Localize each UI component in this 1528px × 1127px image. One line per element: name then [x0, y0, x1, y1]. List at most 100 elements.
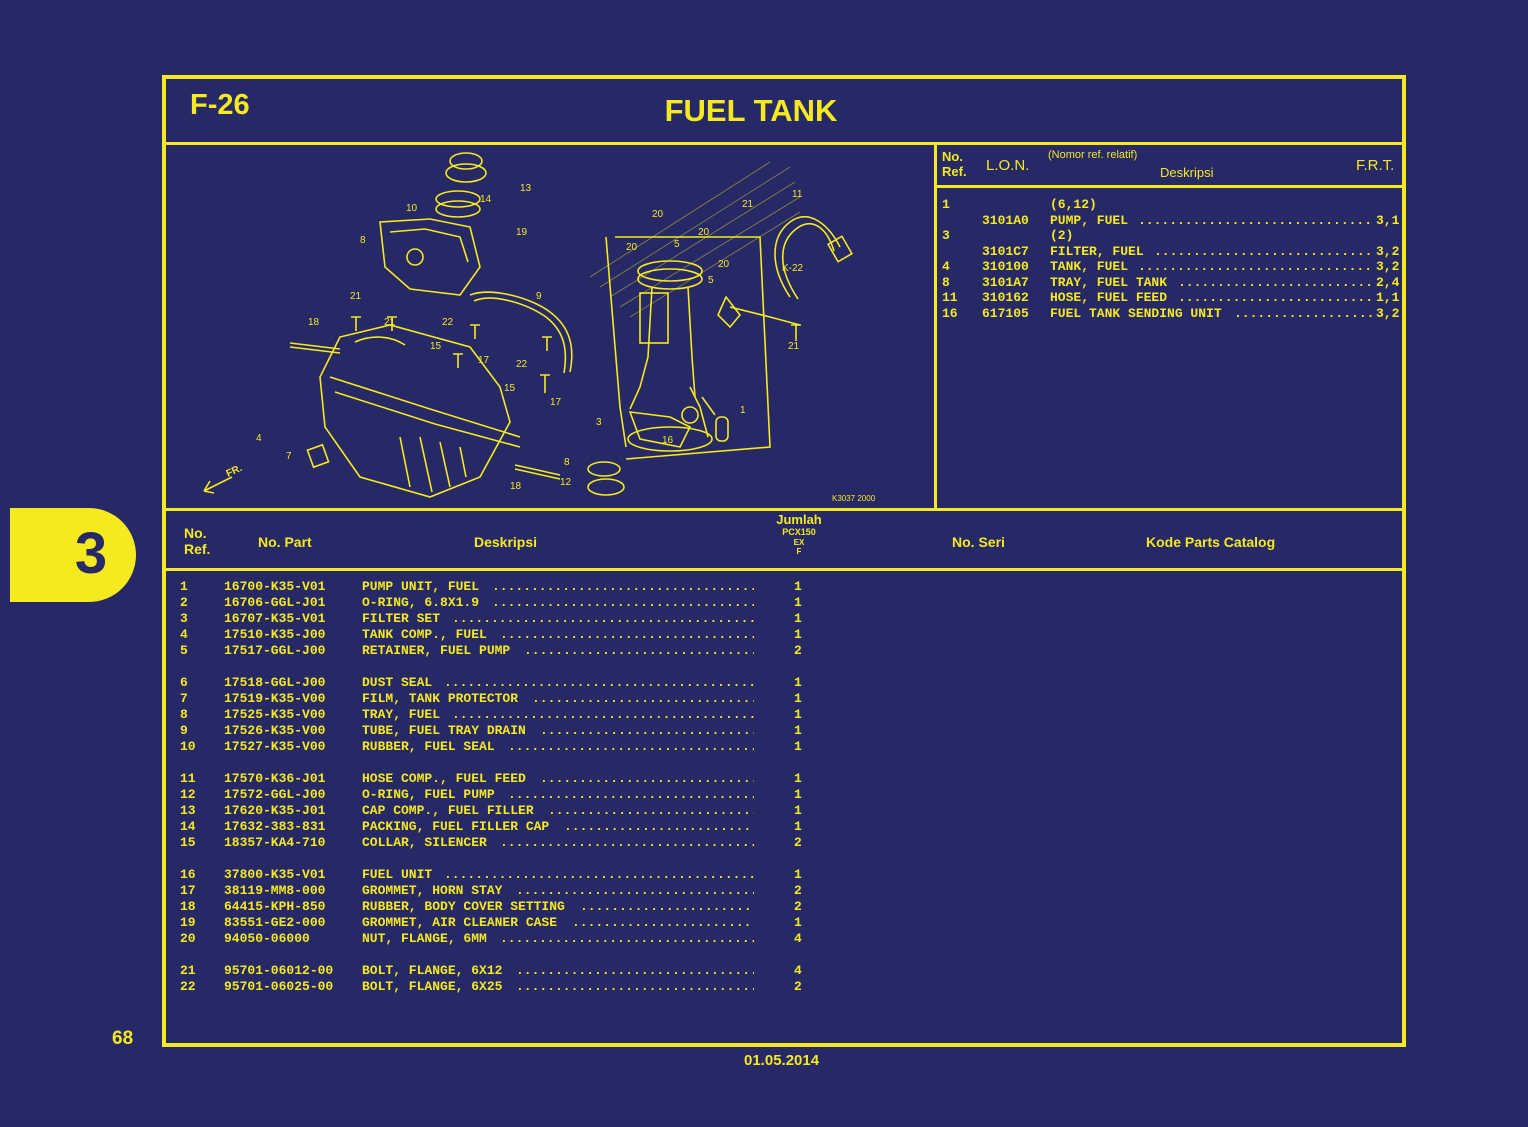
- part-qty: 1: [794, 595, 802, 610]
- catalog-frame: F-26 FUEL TANK: [162, 75, 1406, 1047]
- part-desc: FILM, TANK PROTECTOR: [362, 691, 519, 706]
- page-number: 68: [112, 1028, 134, 1049]
- leader-dots: ........................................…: [516, 883, 754, 898]
- lon-row: 1(6,12): [942, 197, 1402, 213]
- page-title: FUEL TANK: [664, 93, 838, 128]
- svg-text:15: 15: [430, 341, 442, 352]
- part-number: 17519-K35-V00: [224, 691, 326, 706]
- part-number: 38119-MM8-000: [224, 883, 326, 898]
- lon-code: 310100: [982, 259, 1029, 274]
- part-desc: PUMP UNIT, FUEL: [362, 579, 480, 594]
- part-qty: 4: [794, 963, 802, 978]
- divider: [934, 142, 937, 510]
- leader-dots: ........................................…: [500, 931, 754, 946]
- part-number: 37800-K35-V01: [224, 867, 326, 882]
- lon-ref: 4: [942, 259, 950, 274]
- part-number: 16700-K35-V01: [224, 579, 326, 594]
- svg-text:22: 22: [442, 317, 454, 328]
- leader-dots: ........................................…: [492, 595, 754, 610]
- lon-ref: 3: [942, 228, 950, 243]
- part-qty: 1: [794, 707, 802, 722]
- part-number: 17632-383-831: [224, 819, 326, 834]
- leader-dots: ........................................…: [492, 579, 754, 594]
- leader-dots: ........................................…: [444, 867, 754, 882]
- part-desc: FILTER SET: [362, 611, 441, 626]
- leader-dots: ........................................…: [444, 675, 754, 690]
- part-desc: TRAY, FUEL: [362, 707, 441, 722]
- part-desc: GROMMET, HORN STAY: [362, 883, 503, 898]
- part-ref: 8: [180, 707, 188, 722]
- parts-col-qty: Jumlah PCX150 EX F: [776, 512, 822, 556]
- leader-dots: ........................................…: [524, 643, 754, 658]
- divider: [166, 142, 1402, 145]
- lon-col-ref: No.Ref.: [942, 149, 967, 179]
- part-number: 17526-K35-V00: [224, 723, 326, 738]
- leader-dots: ........................................…: [548, 803, 754, 818]
- parts-col-ref: No.Ref.: [184, 525, 211, 557]
- svg-text:8: 8: [564, 457, 570, 468]
- part-qty: 2: [794, 883, 802, 898]
- part-ref: 3: [180, 611, 188, 626]
- lon-ref: 11: [942, 290, 958, 305]
- svg-text:20: 20: [626, 242, 638, 253]
- part-ref: 16: [180, 867, 196, 882]
- part-desc: DUST SEAL: [362, 675, 433, 690]
- lon-frt: 2,4: [1376, 274, 1400, 290]
- leader-dots: ........................................…: [452, 707, 754, 722]
- part-qty: 2: [794, 899, 802, 914]
- svg-text:16: 16: [662, 435, 674, 446]
- lon-frt: 3,2: [1376, 259, 1400, 274]
- svg-text:20: 20: [698, 227, 710, 238]
- part-desc: RETAINER, FUEL PUMP: [362, 643, 511, 658]
- leader-dots: ........................................…: [580, 899, 754, 914]
- svg-text:19: 19: [516, 227, 528, 238]
- svg-text:20: 20: [718, 259, 730, 270]
- part-qty: 1: [794, 611, 802, 626]
- svg-text:21: 21: [742, 199, 754, 210]
- part-ref: 21: [180, 963, 196, 978]
- divider: [166, 508, 1402, 511]
- part-ref: 14: [180, 819, 196, 834]
- part-qty: 4: [794, 931, 802, 946]
- part-number: 17572-GGL-J00: [224, 787, 326, 802]
- lon-ref: 16: [942, 305, 958, 321]
- part-desc: TUBE, FUEL TRAY DRAIN: [362, 723, 526, 738]
- leader-dots: ........................................…: [540, 723, 754, 738]
- part-number: 95701-06025-00: [224, 979, 334, 994]
- lon-desc: HOSE, FUEL FEED: [1050, 290, 1168, 305]
- front-arrow-label: FR.: [225, 463, 244, 480]
- lon-code: 3101A0: [982, 212, 1029, 228]
- part-qty: 1: [794, 803, 802, 818]
- part-qty: 1: [794, 787, 802, 802]
- part-qty: 1: [794, 819, 802, 834]
- divider: [934, 185, 1402, 188]
- part-desc: NUT, FLANGE, 6MM: [362, 931, 487, 946]
- lon-col-lon: L.O.N.: [986, 157, 1030, 174]
- lon-desc: TANK, FUEL: [1050, 259, 1129, 274]
- svg-text:13: 13: [520, 183, 532, 194]
- lon-desc: TRAY, FUEL TANK: [1050, 274, 1168, 290]
- part-ref: 20: [180, 931, 196, 946]
- part-number: 17510-K35-J00: [224, 627, 326, 642]
- leader-dots: ........................................…: [1234, 305, 1372, 321]
- leader-dots: ........................................…: [500, 627, 754, 642]
- lon-col-frt: F.R.T.: [1356, 157, 1395, 174]
- part-desc: COLLAR, SILENCER: [362, 835, 487, 850]
- svg-text:12: 12: [560, 477, 572, 488]
- part-ref: 18: [180, 899, 196, 914]
- lon-desc: (6,12): [1050, 197, 1097, 212]
- part-desc: RUBBER, FUEL SEAL: [362, 739, 495, 754]
- svg-text:17: 17: [478, 355, 490, 366]
- svg-text:14: 14: [480, 194, 492, 205]
- svg-text:K-22: K-22: [782, 263, 804, 274]
